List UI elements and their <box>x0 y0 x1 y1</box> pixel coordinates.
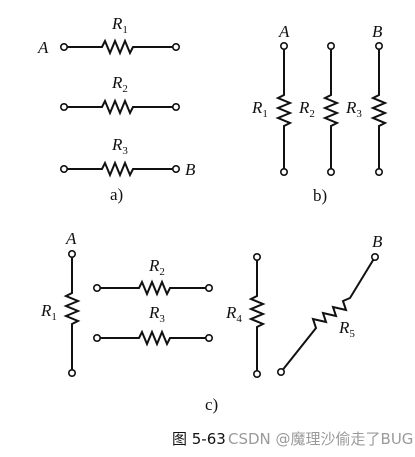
resistor-r1-c <box>63 250 81 377</box>
caption-a: a) <box>110 185 123 204</box>
node-a-label-c: A <box>65 229 77 248</box>
label-r2-b: R2 <box>298 98 315 120</box>
resistor-r3-a <box>59 160 181 178</box>
resistor-r3-b <box>370 41 388 177</box>
figure-caption: 图 5-63 <box>172 430 226 448</box>
resistor-r4-c <box>248 253 266 378</box>
resistor-r5-c <box>276 253 379 376</box>
label-r1-c: R1 <box>40 301 57 323</box>
label-r3-c: R3 <box>148 303 165 325</box>
node-b-label-c: B <box>372 232 383 251</box>
resistor-r3-c <box>93 329 214 347</box>
label-r3-b: R3 <box>345 98 362 120</box>
label-r1-a: R1 <box>111 14 128 36</box>
resistor-r2-a <box>59 98 181 116</box>
panel-a: R1 A R2 R3 B a) <box>37 14 196 204</box>
watermark: CSDN @魔理沙偷走了BUG <box>228 430 413 448</box>
node-b-label-a: B <box>185 160 196 179</box>
label-r5-c: R5 <box>338 318 355 340</box>
node-a-label-a: A <box>37 38 49 57</box>
label-r4-c: R4 <box>225 303 242 325</box>
label-r3-a: R3 <box>111 135 128 157</box>
label-r2-c: R2 <box>148 256 165 278</box>
resistor-r1-a <box>59 38 181 56</box>
resistor-r1-b <box>275 41 293 177</box>
panel-b: A B R1 R2 R3 b) <box>251 22 388 205</box>
node-b-label-b: B <box>372 22 383 41</box>
caption-c: c) <box>205 395 218 414</box>
label-r1-b: R1 <box>251 98 268 120</box>
node-a-label-b: A <box>278 22 290 41</box>
label-r2-a: R2 <box>111 73 128 95</box>
panel-c: A R1 R2 R3 R4 B R5 c) <box>40 229 383 414</box>
resistor-r2-b <box>322 41 340 177</box>
resistor-r2-c <box>93 279 214 297</box>
caption-b: b) <box>313 186 327 205</box>
